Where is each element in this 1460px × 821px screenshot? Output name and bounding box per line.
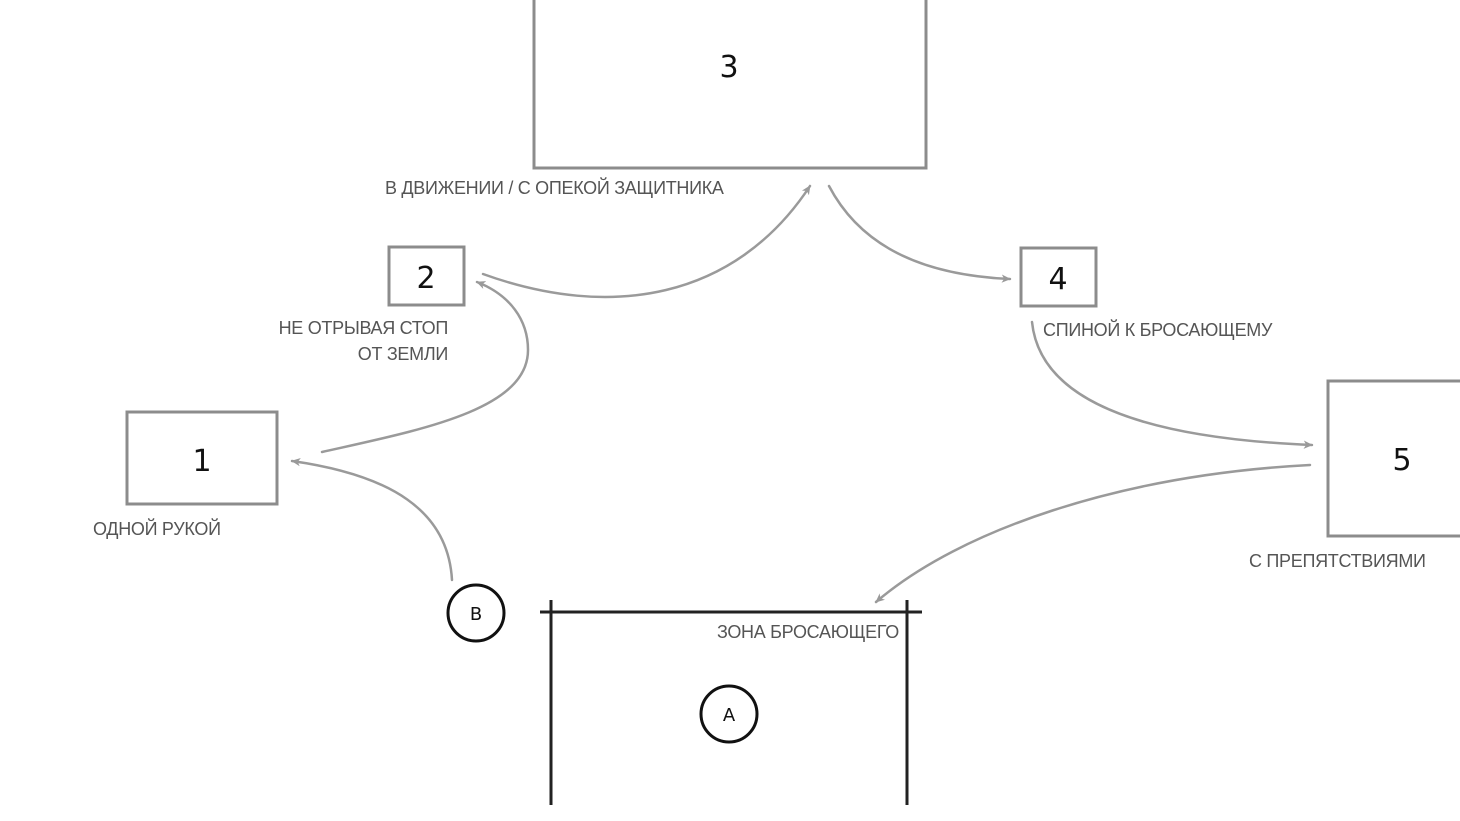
station-5-box (1326, 379, 1460, 538)
arrow-5-to-zone (874, 463, 1312, 604)
arrow-1-to-2 (320, 280, 530, 454)
station-4-box (1019, 246, 1098, 308)
player-a-circle (699, 684, 759, 744)
station-3-label: В ДВИЖЕНИИ / С ОПЕКОЙ ЗАЩИТНИКА (385, 177, 724, 198)
station-2-box (387, 245, 466, 307)
arrow-3-to-4 (827, 184, 1012, 283)
player-b-circle (446, 583, 506, 643)
arrow-2-to-3 (481, 184, 812, 299)
station-3-box (532, 0, 928, 170)
station-2-label-line-1: НЕ ОТРЫВАЯ СТОП (279, 318, 448, 338)
arrow-4-to-5 (1030, 320, 1314, 449)
station-1-box (125, 410, 279, 506)
thrower-zone-label: ЗОНА БРОСАЮЩЕГО (717, 622, 899, 642)
arrow-b-to-1 (290, 458, 454, 582)
station-4-label: СПИНОЙ К БРОСАЮЩЕМУ (1043, 319, 1273, 340)
station-2-label-line-2: ОТ ЗЕМЛИ (358, 344, 448, 364)
station-5-label: С ПРЕПЯТСТВИЯМИ (1249, 551, 1426, 571)
player-a-letter: А (723, 705, 736, 726)
station-1-label: ОДНОЙ РУКОЙ (93, 518, 221, 539)
station-2-number: 2 (416, 261, 435, 296)
station-4-number: 4 (1048, 262, 1067, 297)
station-5-number: 5 (1392, 443, 1411, 478)
player-b-letter: В (470, 604, 482, 625)
station-1-number: 1 (192, 444, 211, 479)
station-3-number: 3 (719, 50, 738, 85)
